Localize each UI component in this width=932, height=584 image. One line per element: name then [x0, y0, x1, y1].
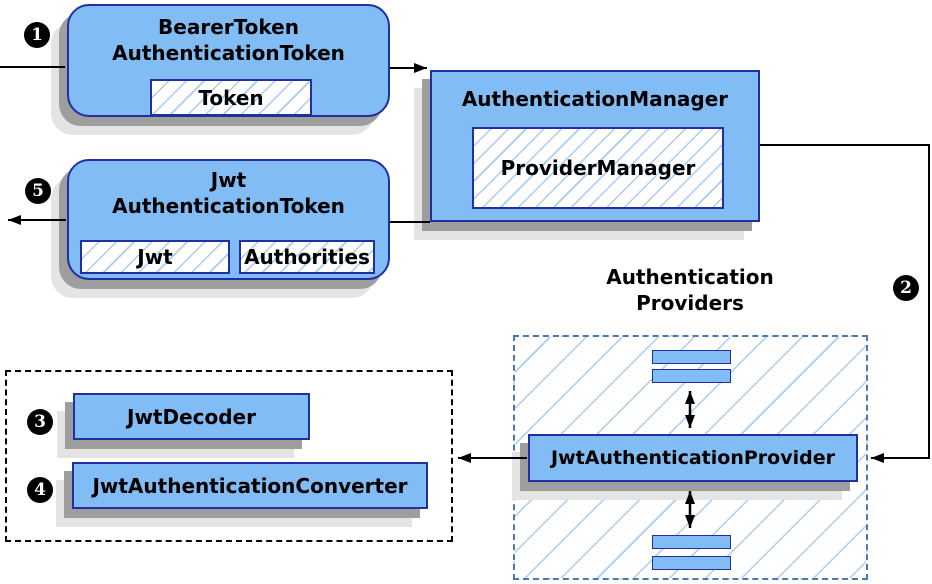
jwt-authentication-converter-label: JwtAuthenticationConverter: [92, 473, 408, 498]
jwt-authentication-provider-node: JwtAuthenticationProvider: [528, 434, 858, 482]
bearer-token-node-title: BearerToken AuthenticationToken: [69, 6, 388, 66]
step-5-badge: 5: [25, 178, 51, 204]
jwt-decoder-node: JwtDecoder: [73, 393, 310, 440]
jwt-authentication-converter-node: JwtAuthenticationConverter: [72, 462, 428, 509]
authentication-manager-node: AuthenticationManager ProviderManager: [430, 70, 760, 222]
jwt-field-label: Jwt: [137, 245, 173, 269]
token-field: Token: [150, 79, 312, 116]
bearer-token-authentication-token-node: BearerToken AuthenticationToken Token: [67, 4, 390, 117]
authentication-providers-title-line1: Authentication: [606, 265, 774, 289]
provider-placeholder-bar: [652, 350, 731, 364]
token-field-label: Token: [198, 85, 264, 110]
step-2-number: 2: [900, 278, 912, 298]
authorities-field: Authorities: [239, 240, 375, 274]
decoder-converter-container: [5, 370, 453, 542]
provider-placeholder-bar: [652, 556, 731, 570]
step-1-badge: 1: [24, 22, 50, 48]
authorities-field-label: Authorities: [244, 245, 370, 269]
provider-placeholder-bar: [652, 535, 731, 549]
provider-placeholder-bar: [652, 369, 731, 383]
jwt-authentication-token-node: Jwt AuthenticationToken Jwt Authorities: [67, 159, 390, 280]
bearer-token-title-line2: AuthenticationToken: [112, 41, 345, 65]
step-5-number: 5: [32, 181, 44, 201]
jwt-token-title-line1: Jwt: [210, 168, 247, 192]
authentication-manager-title: AuthenticationManager: [432, 72, 758, 112]
jwt-decoder-label: JwtDecoder: [127, 404, 256, 429]
provider-manager-field: ProviderManager: [472, 127, 724, 209]
jwt-authentication-provider-label: JwtAuthenticationProvider: [551, 447, 835, 469]
bearer-token-title-line1: BearerToken: [158, 15, 299, 39]
step-4-number: 4: [34, 480, 46, 500]
provider-manager-label: ProviderManager: [500, 156, 696, 180]
step-3-number: 3: [34, 412, 46, 432]
jwt-field: Jwt: [80, 240, 230, 274]
authentication-providers-title-line2: Providers: [636, 291, 744, 315]
authentication-manager-title-text: AuthenticationManager: [461, 87, 729, 111]
jwt-token-node-title: Jwt AuthenticationToken: [69, 161, 388, 219]
step-3-badge: 3: [27, 409, 53, 435]
authentication-providers-title: Authentication Providers: [575, 264, 805, 316]
step-4-badge: 4: [27, 477, 53, 503]
jwt-token-title-line2: AuthenticationToken: [112, 194, 345, 218]
step-2-badge: 2: [893, 275, 919, 301]
step-1-number: 1: [31, 25, 43, 45]
